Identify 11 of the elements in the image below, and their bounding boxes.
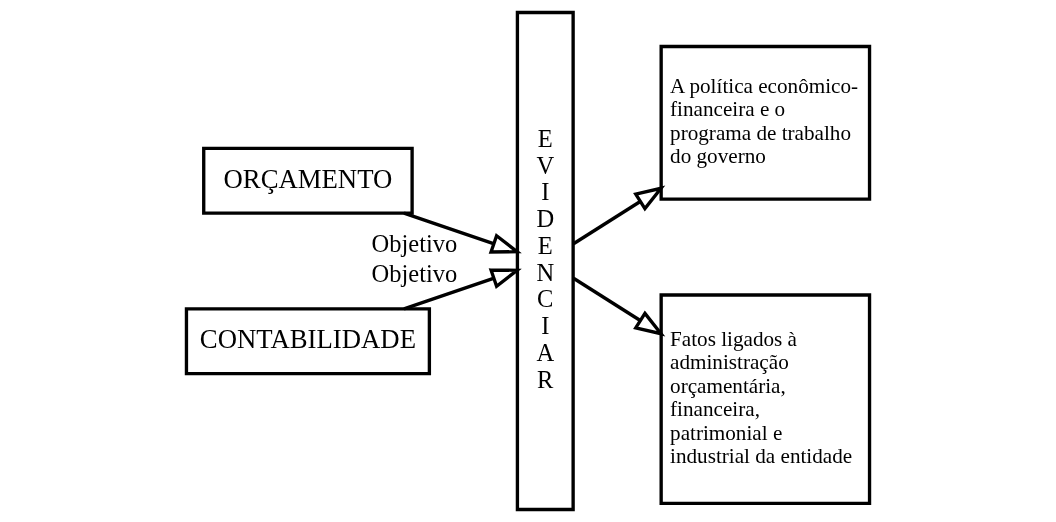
arrow xyxy=(403,211,522,254)
node-box: A política econômico-financeira e o programa de trabalho do governo xyxy=(659,44,872,201)
node-box: CONTABILIDADE xyxy=(184,307,432,376)
arrow xyxy=(572,276,666,337)
edge-label: Objetivo xyxy=(371,230,458,258)
node-box: ORÇAMENTO xyxy=(202,146,414,215)
edge-label: Objetivo xyxy=(371,260,458,288)
arrow xyxy=(572,185,666,246)
node-box: E V I D E N C I A R xyxy=(515,10,575,512)
arrow xyxy=(403,268,522,311)
node-box: Fatos ligados à administração orçamentária, financeira, patrimonial e industrial da entidade xyxy=(659,293,872,506)
